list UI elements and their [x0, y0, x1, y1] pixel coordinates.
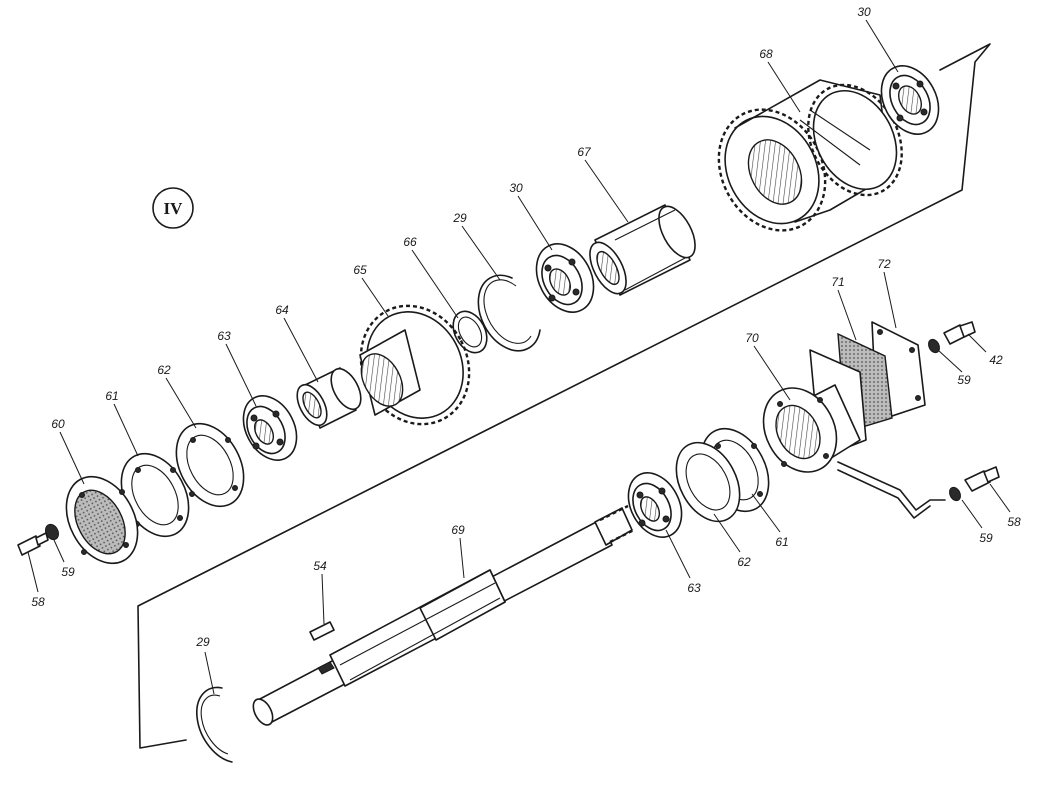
- callout-63-left: 63: [217, 329, 231, 343]
- part-62-gasket-left: [175, 422, 245, 508]
- callout-62-right: 62: [737, 555, 751, 569]
- callout-61-right: 61: [775, 535, 788, 549]
- part-61-gasket-left: [120, 452, 190, 538]
- part-68-cluster-gear: [717, 79, 903, 232]
- leader-lines: [27, 19, 1011, 695]
- callout-71: 71: [831, 275, 844, 289]
- callout-64: 64: [275, 303, 289, 317]
- callout-58-left: 58: [31, 595, 45, 609]
- callout-59-right: 59: [979, 531, 993, 545]
- part-58-bolt-right: [964, 466, 1000, 492]
- part-66-washer: [452, 310, 488, 354]
- part-42-bolt: [943, 321, 976, 345]
- part-67-sleeve: [589, 204, 696, 296]
- callout-65: 65: [353, 263, 367, 277]
- part-60-end-cover: [65, 475, 139, 565]
- assembly-outline-frame: [137, 43, 991, 749]
- part-59-washer-right: [948, 486, 962, 502]
- callout-29-upper: 29: [452, 211, 467, 225]
- callout-30-top: 30: [857, 5, 871, 19]
- callout-54: 54: [313, 559, 327, 573]
- part-54-key: [309, 621, 335, 641]
- part-62-gasket-right: [675, 441, 741, 523]
- part-65-gear: [359, 304, 471, 426]
- group-marker-text: IV: [164, 199, 184, 218]
- flange-link-line: [837, 461, 946, 511]
- callout-67: 67: [577, 145, 592, 159]
- callout-62-left: 62: [157, 363, 171, 377]
- callout-30-mid: 30: [509, 181, 523, 195]
- callout-63-right: 63: [687, 581, 701, 595]
- part-63-bearing-left: [242, 395, 298, 461]
- callout-59-upper-right: 59: [957, 373, 971, 387]
- part-30-bearing-top: [880, 65, 940, 135]
- part-29-snap-ring-upper: [477, 274, 541, 352]
- flange-link-line-2: [837, 469, 931, 519]
- callout-29-lower: 29: [195, 635, 210, 649]
- callout-66: 66: [403, 235, 417, 249]
- part-63-bearing-right: [627, 472, 683, 538]
- callout-72: 72: [877, 257, 891, 271]
- callout-70: 70: [745, 331, 759, 345]
- callout-69: 69: [451, 523, 465, 537]
- callout-61-left: 61: [105, 389, 118, 403]
- callout-42: 42: [989, 353, 1003, 367]
- callout-58-right: 58: [1007, 515, 1021, 529]
- callout-labels: 30 68 67 30 29 66 65 64 63 62 61 60 59 5…: [31, 5, 1021, 649]
- callout-60: 60: [51, 417, 65, 431]
- part-64-bushing: [296, 367, 362, 429]
- part-29-snap-ring-lower: [196, 686, 233, 763]
- callout-68: 68: [759, 47, 773, 61]
- part-59-washer-upper-right: [927, 338, 941, 354]
- part-58-bolt-left: [17, 532, 49, 556]
- part-69-main-shaft: [252, 504, 635, 726]
- group-marker: IV: [152, 187, 194, 229]
- part-30-bearing-mid: [535, 243, 595, 313]
- part-70-flange-housing: [762, 349, 867, 473]
- callout-59-left: 59: [61, 565, 75, 579]
